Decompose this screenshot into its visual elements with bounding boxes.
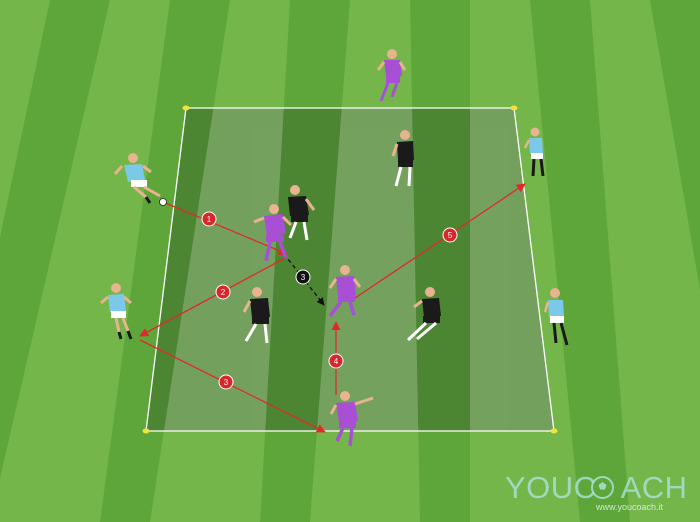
corner-cones [142,105,558,434]
black-defender-3 [242,287,270,344]
purple-player-bottom [329,391,374,447]
cone-bottom-left [142,428,150,434]
logo-brand-ach: ACH [620,470,688,505]
soccer-ball-icon [591,476,614,499]
black-defender-1 [391,130,414,187]
pass-arrow-1 [162,201,288,256]
pass-badge-2: 2 [215,284,231,300]
pass-badge-1: 1 [201,211,217,227]
svg-text:3: 3 [224,378,229,387]
youcoach-logo: YOUC ACH www.youcoach.it [505,470,690,515]
purple-player-center [328,265,362,318]
pass-arrow-3 [139,339,326,433]
sky-player-left-top [113,153,167,206]
cone-top-left [182,105,190,111]
sky-player-right-mid [543,288,569,346]
pass-arrows [139,183,526,433]
cone-bottom-right [550,428,558,434]
sky-player-right-top [523,127,545,177]
black-defender-2 [288,185,316,241]
logo-url: www.youcoach.it [596,502,664,512]
training-area [145,107,555,432]
movement-arrow-3 [283,253,325,306]
pass-badge-3: 3 [218,374,234,390]
svg-text:2: 2 [221,288,226,297]
movement-badge-3: 3 [295,269,311,285]
svg-text:3: 3 [301,273,306,282]
purple-player-center-left [253,204,293,262]
logo-wordmark: YOUC ACH [505,470,688,506]
sky-player-left-mid [100,283,133,340]
ball-icon [159,198,167,206]
cone-top-right [510,105,518,111]
svg-text:4: 4 [334,357,339,366]
pass-arrow-5 [351,183,526,301]
svg-text:5: 5 [448,231,453,240]
svg-text:1: 1 [207,215,212,224]
pass-arrow-2 [139,257,286,337]
pass-badge-5: 5 [442,227,458,243]
black-defender-4 [406,287,441,342]
logo-brand-you: YOUC [505,470,597,505]
pass-badge-4: 4 [328,353,344,369]
purple-player-top [376,49,407,102]
